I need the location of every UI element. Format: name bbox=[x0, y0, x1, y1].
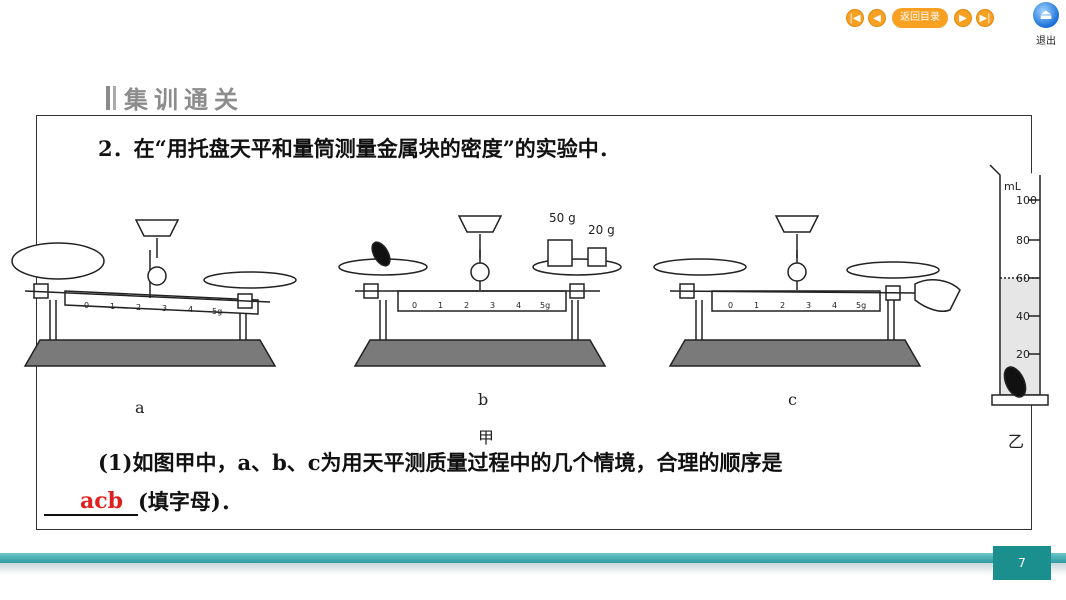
scale-b-tick-4: 4 bbox=[516, 301, 521, 310]
exit-icon: ⏏ bbox=[1033, 2, 1059, 28]
triangle-right-icon[interactable]: ▶ bbox=[954, 9, 972, 27]
cylinder-unit: mL bbox=[1004, 180, 1022, 193]
exit-button[interactable]: ⏏ 退出 bbox=[1032, 2, 1060, 47]
balance-a bbox=[11, 219, 297, 367]
sub-question-text: (1)如图甲中，a、b、c为用天平测质量过程中的几个情境，合理的顺序是 bbox=[98, 450, 783, 475]
triangle-left-icon[interactable]: ◀ bbox=[868, 9, 886, 27]
back-to-toc-button[interactable]: 返回目录 bbox=[892, 8, 948, 28]
answer-blank[interactable]: acb bbox=[44, 488, 138, 516]
figure-group-label: 甲 bbox=[478, 428, 495, 447]
scale-c-tick-0: 0 bbox=[728, 301, 733, 310]
scale-a-tick-5: 5g bbox=[212, 307, 222, 316]
scale-b-tick-2: 2 bbox=[464, 301, 469, 310]
slide-navigation: |◀ ◀ 返回目录 ▶ ▶| bbox=[846, 8, 994, 28]
scale-b-tick-0: 0 bbox=[412, 301, 417, 310]
scale-a-tick-2: 2 bbox=[136, 303, 141, 312]
footer-bar bbox=[0, 553, 1066, 563]
weight-50g-label: 50 g bbox=[549, 211, 576, 225]
exit-label: 退出 bbox=[1036, 36, 1056, 47]
scale-a-tick-1: 1 bbox=[110, 302, 115, 311]
cylinder-tick-40: 40 bbox=[1016, 310, 1030, 323]
section-title: 集训通关 bbox=[106, 80, 244, 115]
cylinder-tick-100: 100 bbox=[1016, 194, 1037, 207]
title-bars-icon bbox=[106, 85, 116, 110]
answer-text: acb bbox=[80, 488, 124, 514]
scale-c-tick-1: 1 bbox=[754, 301, 759, 310]
answer-line: acb (填字母)． bbox=[44, 486, 242, 516]
scale-c-tick-5: 5g bbox=[856, 301, 866, 310]
balance-c bbox=[653, 215, 961, 367]
graduated-cylinder bbox=[989, 164, 1049, 406]
balance-b bbox=[338, 215, 622, 367]
cylinder-tick-20: 20 bbox=[1016, 348, 1030, 361]
cylinder-tick-60: 60 bbox=[1016, 272, 1030, 285]
figure-a-label: a bbox=[135, 398, 145, 417]
figure-b-label: b bbox=[478, 390, 489, 409]
scale-c-tick-3: 3 bbox=[806, 301, 811, 310]
scale-a-tick-4: 4 bbox=[188, 305, 193, 314]
page-number: 7 bbox=[993, 546, 1051, 580]
question-text: 2．在“用托盘天平和量筒测量金属块的密度”的实验中． bbox=[98, 136, 620, 161]
cylinder-tick-80: 80 bbox=[1016, 234, 1030, 247]
weight-20g-label: 20 g bbox=[588, 223, 615, 237]
figure-c-label: c bbox=[788, 390, 797, 409]
cylinder-label: 乙 bbox=[1008, 432, 1025, 451]
scale-b-tick-5: 5g bbox=[540, 301, 550, 310]
skip-forward-icon[interactable]: ▶| bbox=[976, 9, 994, 27]
answer-suffix: (填字母)． bbox=[138, 489, 242, 514]
scale-b-tick-1: 1 bbox=[438, 301, 443, 310]
scale-b-tick-3: 3 bbox=[490, 301, 495, 310]
scale-c-tick-4: 4 bbox=[832, 301, 837, 310]
skip-back-icon[interactable]: |◀ bbox=[846, 9, 864, 27]
footer-shadow bbox=[0, 563, 1066, 575]
scale-c-tick-2: 2 bbox=[780, 301, 785, 310]
scale-a-tick-3: 3 bbox=[162, 304, 167, 313]
section-title-text: 集训通关 bbox=[124, 86, 244, 114]
scale-a-tick-0: 0 bbox=[84, 301, 89, 310]
